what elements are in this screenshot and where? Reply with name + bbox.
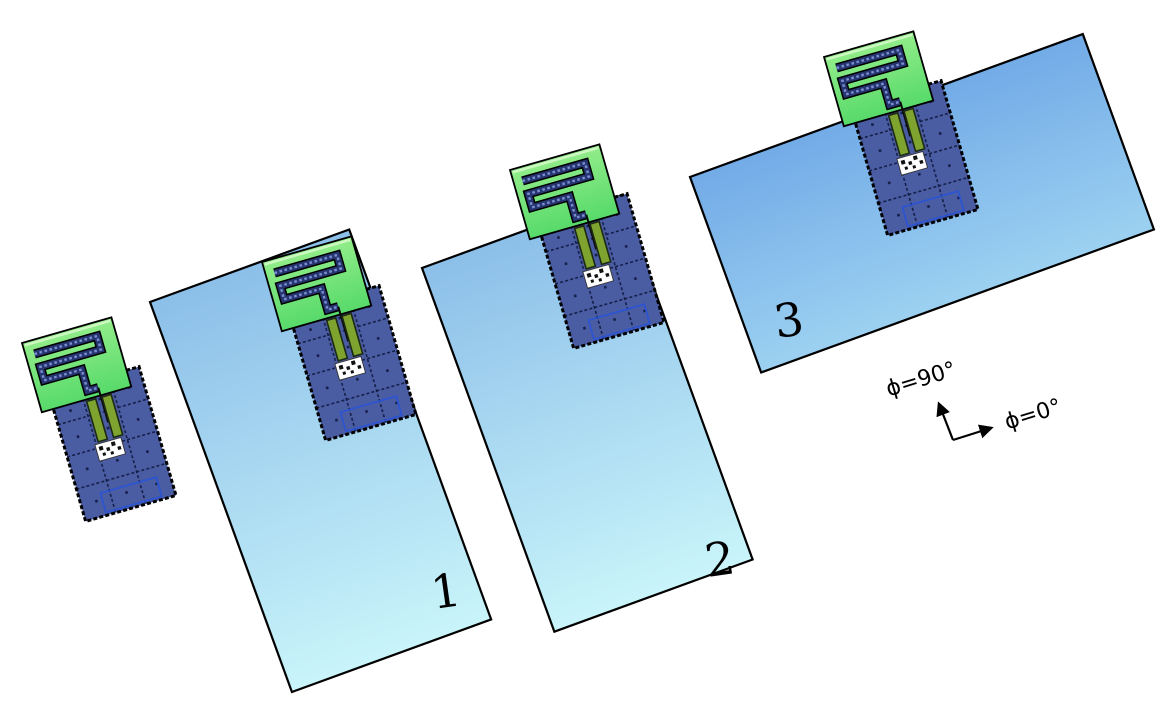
antenna-standalone	[22, 314, 176, 525]
ground-plane-1-surface	[148, 228, 493, 694]
ground-plane-2-surface	[420, 194, 755, 634]
ground-plane-1	[148, 228, 493, 694]
phi-90-arrow	[936, 401, 955, 441]
phi-axes: ϕ=90° ϕ=0°	[883, 357, 1065, 442]
phi-0-arrow	[952, 424, 994, 442]
phi-90-label: ϕ=90°	[883, 357, 959, 402]
phi-0-label: ϕ=0°	[1002, 394, 1065, 435]
ground-plane-2	[420, 194, 755, 634]
